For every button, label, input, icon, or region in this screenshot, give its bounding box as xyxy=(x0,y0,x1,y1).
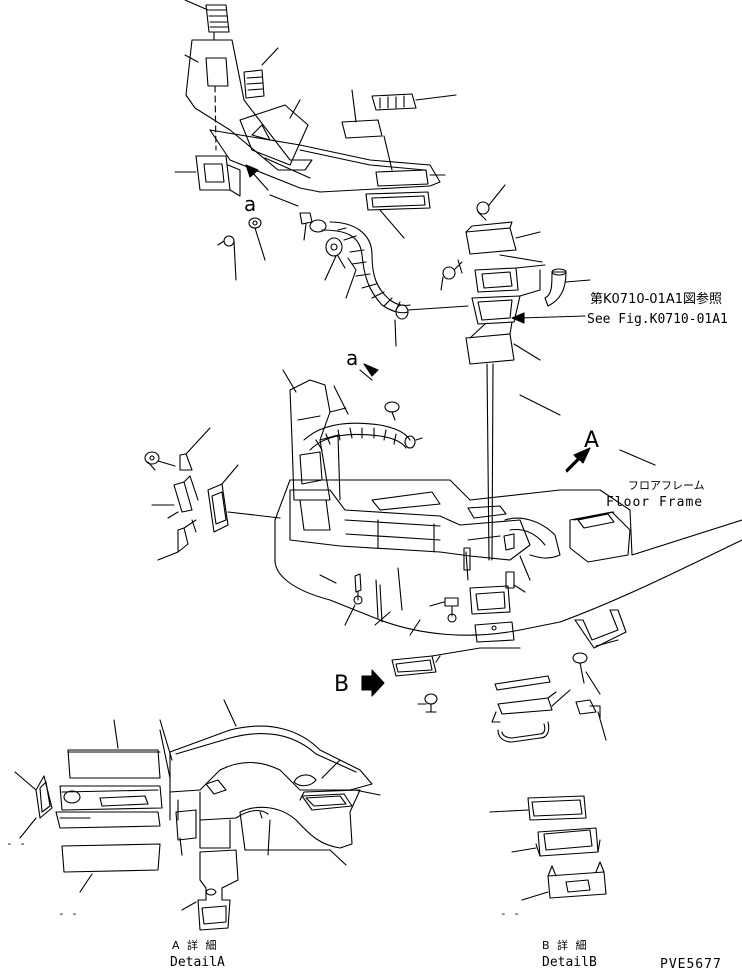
reference-components xyxy=(440,184,591,365)
detail-b-exploded-parts xyxy=(391,609,627,743)
floor-frame-assembly xyxy=(274,369,742,643)
reference-figure-en: See Fig.K0710-01A1 xyxy=(587,312,728,327)
fasteners-upper xyxy=(217,194,313,281)
figure-id: PVE5677 xyxy=(660,957,722,972)
detail-b-title-en: DetailB xyxy=(542,955,597,970)
dash-mark-left: - - xyxy=(6,837,26,850)
upper-duct-assembly xyxy=(174,0,457,239)
dash-mark-detail-a: - - xyxy=(58,907,78,920)
flexible-hose-upper xyxy=(309,219,469,347)
view-arrows xyxy=(359,363,591,697)
detail-a-drawing xyxy=(14,699,381,931)
detail-b-title-jp: B 詳 細 xyxy=(542,939,589,952)
reference-figure-jp: 第K0710-01A1図参照 xyxy=(590,292,723,307)
ref-a-lower: a xyxy=(346,346,359,370)
detail-a-title-jp: A 詳 細 xyxy=(172,939,219,952)
view-letter-a: A xyxy=(584,428,600,453)
floor-frame-label-en: Floor Frame xyxy=(606,495,704,510)
ref-a-upper: a xyxy=(244,192,257,216)
connector-line xyxy=(486,363,490,561)
detail-a-title-en: DetailA xyxy=(170,955,225,970)
connector-line-2 xyxy=(491,363,494,561)
floor-frame-label-jp: フロアフレーム xyxy=(628,479,705,492)
detail-b-drawing xyxy=(489,795,607,901)
left-bracket-parts xyxy=(144,427,281,561)
dash-mark-detail-b: - - xyxy=(500,907,520,920)
view-letter-b: B xyxy=(334,672,350,697)
